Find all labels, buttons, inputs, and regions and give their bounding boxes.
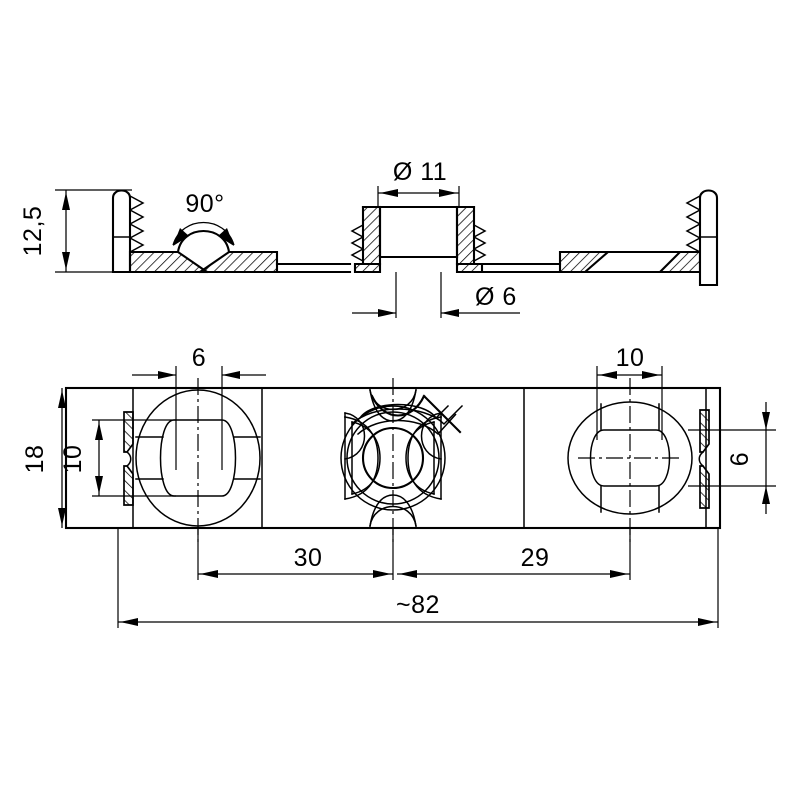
- section-view: 12,5 90° Ø 11 Ø 6: [19, 158, 719, 318]
- arrowhead-right: [610, 570, 628, 578]
- dim-slot-width-left: 6: [132, 344, 266, 470]
- dim-boss-bore-diameter: Ø 6: [352, 272, 520, 318]
- dim-slot-width-right: 10: [596, 344, 663, 440]
- dim-body-width: 18: [21, 388, 66, 528]
- center-rosette-feature: [340, 378, 464, 545]
- right-tab-barbs: [685, 194, 702, 254]
- arrowhead-up-outer: [762, 486, 770, 504]
- arrowhead-down: [95, 476, 103, 494]
- arrowhead-left: [200, 570, 218, 578]
- dim-text-slot-length-left: 10: [59, 445, 87, 474]
- right-tab-hatch-bottom: [699, 465, 710, 509]
- arrowhead-angle-left: [173, 228, 189, 246]
- arrowhead-left-outer: [158, 371, 176, 379]
- dim-slot-height-right: 6: [688, 402, 776, 514]
- right-oval-feature: [567, 378, 710, 545]
- left-tab-hatch-top: [123, 411, 134, 453]
- dim-text-overall-length: ~82: [396, 591, 440, 619]
- arrowhead-up: [62, 192, 70, 210]
- arrowhead-right-outer: [222, 371, 240, 379]
- right-retaining-tab: [685, 189, 719, 287]
- arrowhead-left-outer: [378, 309, 396, 317]
- left-seat-hatch-left: [128, 250, 211, 274]
- right-pocket-hatch-left: [558, 250, 611, 274]
- arrowhead-down: [62, 252, 70, 270]
- dim-slot-length-left: 10: [59, 419, 176, 497]
- dim-text-height-overall: 12,5: [19, 206, 47, 257]
- right-web-plate: [480, 262, 562, 274]
- left-conical-seat: [128, 229, 279, 274]
- dim-text-spacing-center-right: 29: [521, 544, 550, 572]
- arrowhead-right: [698, 618, 716, 626]
- right-conical-pocket: [558, 250, 702, 274]
- left-tab-hatch-bottom: [123, 465, 134, 506]
- arrowhead-up: [58, 390, 66, 408]
- left-web-plate: [275, 262, 352, 274]
- boss-foot-right: [455, 262, 484, 274]
- arrowhead-up: [95, 422, 103, 440]
- dim-text-boss-bore-diameter: Ø 6: [475, 283, 517, 311]
- right-tab-hatch-top: [699, 409, 710, 453]
- dim-boss-outer-diameter: Ø 11: [377, 158, 460, 208]
- dim-text-body-width: 18: [21, 445, 49, 474]
- dim-cone-angle: 90°: [172, 190, 235, 246]
- boss-barbs-right: [472, 223, 487, 263]
- arrowhead-right: [373, 570, 391, 578]
- dim-text-slot-width-right: 10: [616, 344, 645, 372]
- arrowhead-right: [439, 189, 457, 197]
- right-slot-inner: [589, 429, 671, 487]
- left-oval-feature: [123, 378, 261, 545]
- dim-text-slot-height-right: 6: [726, 452, 754, 466]
- right-pocket-hatch-right: [657, 250, 702, 274]
- left-seat-hatch-right: [196, 250, 279, 274]
- central-boss: [350, 205, 487, 274]
- dim-text-boss-outer-diameter: Ø 11: [393, 158, 447, 186]
- left-tab-barbs: [128, 194, 145, 254]
- arrowhead-down-outer: [762, 412, 770, 430]
- dim-text-spacing-left-center: 30: [294, 544, 323, 572]
- dim-spacing-left-center: 30: [197, 528, 394, 580]
- arrowhead-angle-right: [218, 228, 234, 246]
- boss-barbs-left: [350, 223, 365, 263]
- arrowhead-left: [380, 189, 398, 197]
- dim-height-overall: 12,5: [19, 189, 290, 273]
- boss-wall-right: [455, 205, 476, 266]
- plan-view: 6 18 10 10: [21, 344, 776, 628]
- boss-foot-left: [353, 262, 382, 274]
- arrowhead-left: [120, 618, 138, 626]
- arrowhead-right-outer: [441, 309, 459, 317]
- arrowhead-left: [599, 371, 617, 379]
- dim-text-slot-width-left: 6: [192, 344, 206, 372]
- boss-wall-left: [361, 205, 382, 266]
- left-slot-inner: [159, 419, 237, 497]
- dim-spacing-center-right: 29: [397, 528, 631, 580]
- arrowhead-right: [642, 371, 660, 379]
- dim-text-cone-angle: 90°: [185, 190, 224, 218]
- arrowhead-down: [58, 508, 66, 526]
- arrowhead-left: [399, 570, 417, 578]
- dim-overall-length: ~82: [117, 528, 719, 628]
